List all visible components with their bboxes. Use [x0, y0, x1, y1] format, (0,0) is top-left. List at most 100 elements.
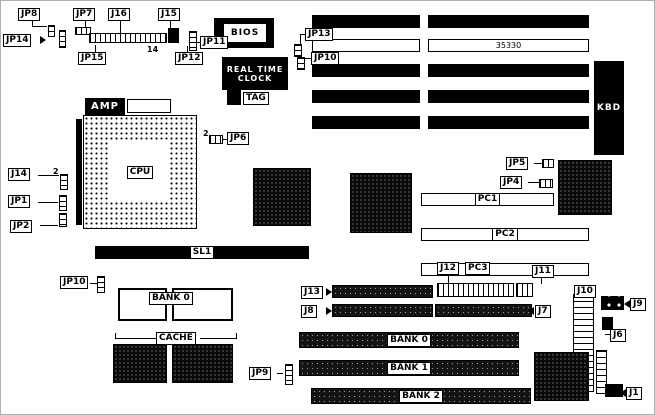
sl1-label: SL1 [189, 246, 215, 259]
tag-chip [227, 88, 241, 105]
pointer-line [534, 163, 542, 164]
pointer-arrow [326, 288, 332, 296]
pointer-line [448, 275, 449, 284]
rtc-text-line1: REAL TIME [226, 64, 284, 74]
isa-slot-2-left [312, 39, 420, 52]
cache-bank0-label: BANK 0 [149, 292, 193, 305]
sl1-slot: SL1 [95, 246, 309, 259]
pointer-line [605, 334, 610, 335]
cpu-socket-center: CPU [110, 142, 170, 202]
pointer-line [40, 225, 58, 226]
jp1-label: JP1 [8, 195, 31, 208]
cpu-socket: CPU [83, 115, 197, 229]
cache-bracket-tick [236, 333, 237, 339]
jp15-label: JP15 [78, 52, 107, 65]
jp6-pin2-marker: 2 [203, 129, 209, 138]
pointer-arrow [326, 307, 332, 315]
jp4-label: JP4 [500, 176, 523, 189]
qfp-chip-1 [253, 168, 311, 226]
simm-bank0: BANK 0 [299, 332, 519, 348]
cache-chip-2 [172, 344, 233, 383]
slot-chip-text: 35330 [495, 41, 522, 50]
right-edge-header [596, 350, 607, 394]
j1-connector [605, 384, 623, 397]
j8-connector [332, 304, 433, 317]
jp7-jumper [75, 27, 91, 35]
jp4-jumper [539, 179, 553, 188]
pointer-line [300, 34, 301, 44]
amp-connector [127, 99, 171, 113]
bios-chip: BIOS [214, 18, 274, 48]
jp6-label: JP6 [227, 132, 250, 145]
j9-connector [601, 296, 624, 310]
cpu-socket-lever [76, 119, 82, 225]
j15-label: J15 [158, 8, 180, 21]
j8-label: J8 [301, 305, 317, 318]
bank1-label: BANK 1 [387, 361, 431, 375]
jp10-top-jumper [297, 57, 305, 70]
j14-pin2-marker: 2 [53, 167, 59, 176]
jp14-jumper [59, 30, 66, 48]
isa-slot-5-left [312, 116, 420, 129]
amp-text: AMP [90, 101, 120, 112]
jp13-jumper [294, 44, 302, 57]
pc1-slot: PC1 [421, 193, 554, 206]
cache-bracket-tick [115, 333, 116, 339]
j1-label: J1 [626, 387, 642, 400]
jp13-label: JP13 [305, 28, 334, 41]
pointer-line [90, 283, 97, 284]
j12-label: J12 [437, 262, 459, 275]
jp10-left-label: JP10 [60, 276, 89, 289]
bottom-right-chip [534, 352, 589, 401]
j9-label: J9 [630, 298, 646, 311]
rtc-chip: REAL TIME CLOCK [222, 57, 288, 90]
qfp-chip-3 [558, 160, 612, 215]
pc1-label: PC1 [474, 193, 501, 206]
isa-slot-1-right [428, 15, 589, 28]
pointer-line [300, 34, 305, 35]
amp-chip: AMP [85, 98, 125, 115]
pointer-line [38, 202, 58, 203]
cache-chip-1 [113, 344, 167, 383]
pc2-slot: PC2 [421, 228, 589, 241]
isa-slot-5-right [428, 116, 589, 129]
kbd-connector: KBD [594, 61, 624, 155]
jp8-label: JP8 [18, 8, 41, 21]
pointer-line [197, 42, 200, 43]
pc2-label: PC2 [492, 228, 518, 241]
isa-slot-2-right: 35330 [428, 39, 589, 52]
pointer-line [38, 175, 59, 176]
bios-window: BIOS [223, 23, 267, 43]
qfp-chip-2 [350, 173, 412, 233]
isa-slot-1-left [312, 15, 420, 28]
j7-label: J7 [535, 305, 551, 318]
pointer-line [277, 373, 283, 374]
cpu-label: CPU [126, 165, 154, 179]
pointer-line [120, 21, 121, 33]
jp8-jumper [48, 25, 55, 37]
pc3-label: PC3 [465, 262, 491, 275]
pointer-line [187, 46, 188, 52]
pointer-arrow [620, 389, 626, 397]
cache-bracket-line [200, 338, 237, 339]
jp12-label: JP12 [175, 52, 204, 65]
jp11-jumper [189, 31, 197, 51]
j13-label: J13 [301, 286, 323, 299]
pointer-line [32, 21, 33, 26]
j7-connector [435, 304, 532, 317]
bank2-label: BANK 2 [399, 389, 443, 403]
jp9-label: JP9 [249, 367, 272, 380]
pointer-line [223, 139, 227, 140]
bank0-label: BANK 0 [387, 333, 431, 347]
jp2-jumper [59, 213, 67, 227]
jp6-jumper [209, 135, 223, 144]
j6-label: J6 [610, 329, 626, 342]
pointer-line [95, 45, 96, 52]
pointer-line [305, 58, 311, 59]
jp10-left-jumper [97, 276, 105, 293]
bios-text: BIOS [230, 28, 260, 38]
j10-label: J10 [574, 285, 596, 298]
cache-label: CACHE [156, 332, 196, 345]
pointer-line [85, 21, 86, 27]
